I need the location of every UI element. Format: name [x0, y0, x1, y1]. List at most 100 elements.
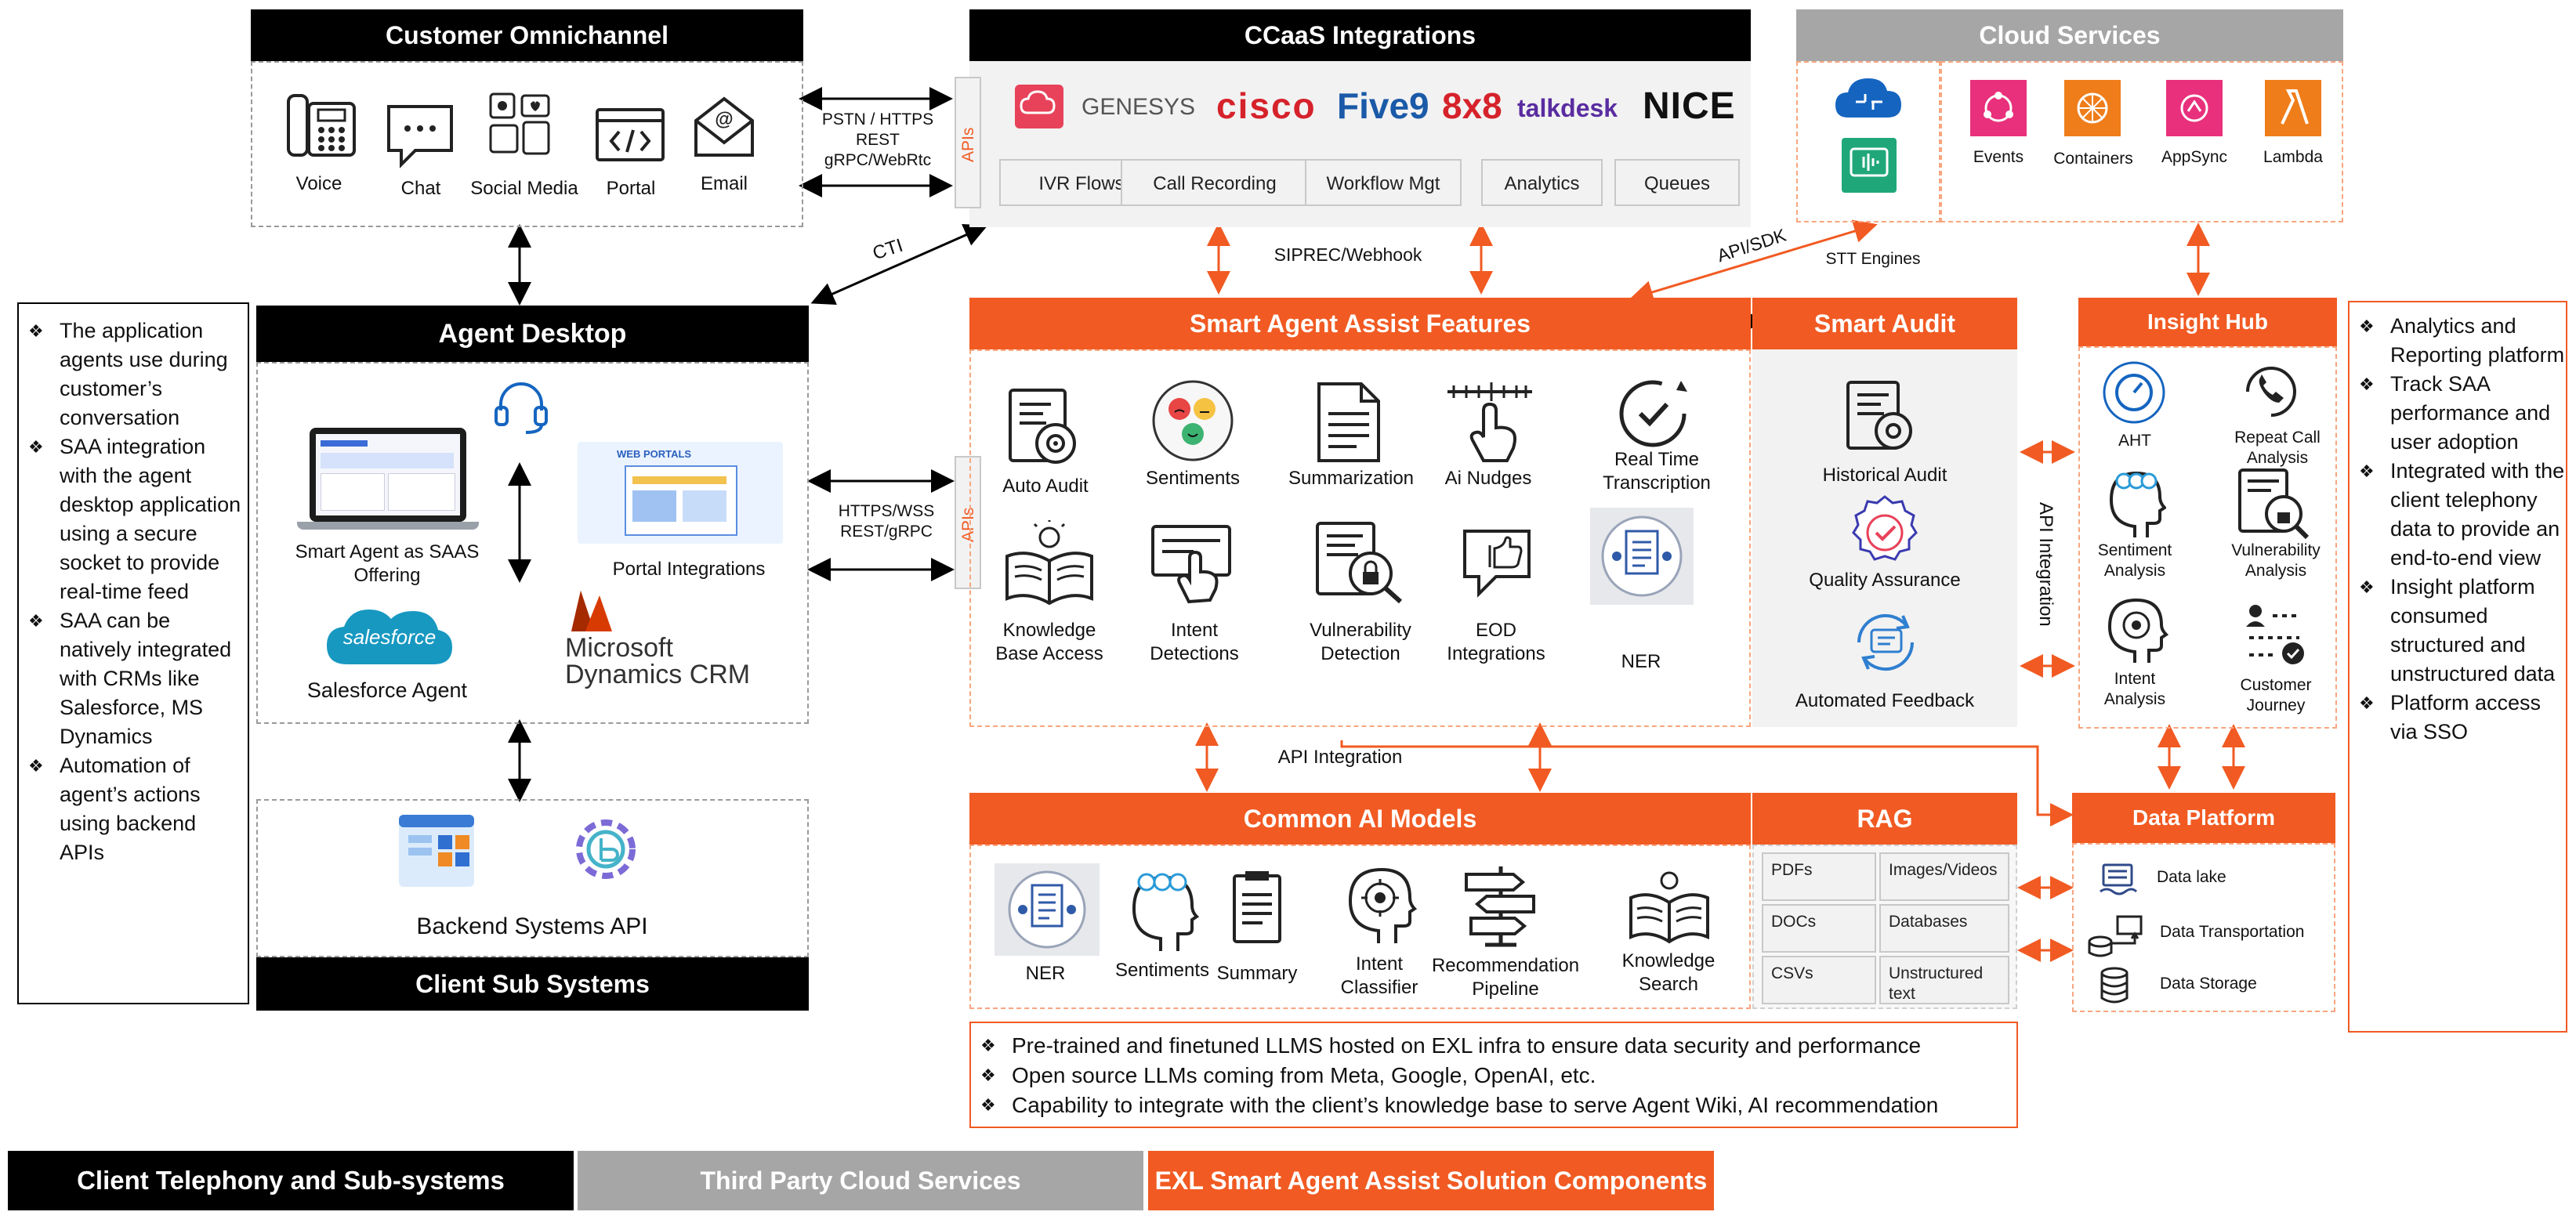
legend-exl-components: EXL Smart Agent Assist Solution Componen… — [1148, 1151, 1714, 1210]
service-lambda: Lambda — [2263, 148, 2323, 166]
historical-audit-icon — [1846, 381, 1912, 450]
vulnerability-analysis-icon — [2238, 468, 2310, 540]
model-ner-tile — [995, 863, 1100, 956]
chat-icon — [387, 105, 453, 168]
https-wss-line-2: REST/gRPC — [840, 523, 933, 541]
insight-vulnerability-analysis: Vulnerability Analysis — [2231, 541, 2321, 580]
data-platform-header: Data Platform — [2072, 793, 2335, 843]
model-sentiments: Sentiments — [1114, 960, 1210, 981]
repeat-call-icon — [2246, 367, 2296, 417]
ccaas-header: CCaaS Integrations — [969, 9, 1751, 61]
rag-cell-databases: Databases — [1879, 904, 2009, 953]
model-recommendation-pipeline: Recommendation Pipeline — [1431, 955, 1580, 1000]
logo-talkdesk: talkdesk — [1517, 94, 1618, 122]
customer-omnichannel-panel: Voice Chat Social Media Portal @ Email — [251, 61, 803, 227]
rag-cell-unstructured-text: Unstructured text — [1879, 956, 2009, 1004]
salesforce-logo-text: salesforce — [342, 625, 437, 649]
data-transportation-icon — [2088, 915, 2143, 957]
logo-genesys: GENESYS — [1081, 94, 1196, 120]
sentiments-icon — [1152, 380, 1234, 461]
model-intent-classifier: Intent Classifier — [1340, 953, 1418, 998]
gear-api-icon — [576, 819, 636, 879]
api-integration-label: API Integration — [1277, 747, 1403, 768]
client-sub-systems-panel: Backend Systems API — [256, 799, 809, 957]
feature-vulnerability-detection: Vulnerability Detection — [1310, 620, 1411, 664]
vendor-icon-red — [1015, 85, 1063, 128]
ccaas-apis-label: APIs — [959, 127, 977, 163]
stt-engines-label: STT Engines — [1825, 250, 1921, 268]
feature-sentiments: Sentiments — [1145, 468, 1241, 489]
llm-notes-box: Pre-trained and finetuned LLMS hosted on… — [969, 1022, 2018, 1128]
vulnerability-detection-icon — [1316, 522, 1403, 604]
smart-audit-panel: Historical Audit Quality Assurance Autom… — [1752, 349, 2017, 727]
knowledge-base-icon — [1005, 520, 1093, 605]
summary-model-icon — [1233, 871, 1281, 943]
logo-8x8: 8x8 — [1442, 85, 1502, 126]
ner-model-icon — [1008, 870, 1086, 949]
customer-journey-icon — [2246, 605, 2304, 664]
insight-intent-analysis: Intent Analysis — [2103, 670, 2166, 708]
api-integration-vertical: API Integration — [2034, 470, 2061, 658]
svg-text:@: @ — [715, 109, 733, 130]
right-note: Track SAA performance and user adoption — [2350, 370, 2566, 457]
auto-audit-icon — [1009, 389, 1076, 464]
client-sub-systems-header: Client Sub Systems — [256, 957, 809, 1011]
common-ai-panel: NER Sentiments Summary Intent Classifier… — [969, 845, 1751, 1009]
ms-dynamics-logo: Microsoft Dynamics CRM — [565, 635, 753, 688]
feature-real-time-transcription: Real Time Transcription — [1603, 449, 1711, 494]
events-tile — [1970, 80, 2027, 136]
portal-icon — [596, 108, 665, 161]
data-platform-data-transportation: Data Transportation — [2160, 923, 2305, 941]
sentiment-analysis-icon — [2109, 471, 2166, 537]
stt-engine-tile — [1842, 138, 1897, 193]
pstn-label: PSTN / HTTPS REST gRPC/WebRtc — [815, 110, 940, 171]
social-media-icon — [489, 92, 550, 155]
right-note: Insight platform consumed structured and… — [2350, 573, 2566, 689]
service-containers: Containers — [2053, 150, 2133, 168]
module-analytics: Analytics — [1481, 159, 1603, 206]
feature-summarization: Summarization — [1288, 468, 1415, 489]
customer-omnichannel-header: Customer Omnichannel — [251, 9, 803, 61]
headset-icon — [495, 382, 548, 434]
llm-note: Open source LLMs coming from Meta, Googl… — [971, 1061, 2016, 1091]
containers-tile — [2064, 80, 2121, 136]
summarization-icon — [1317, 382, 1380, 462]
llm-note: Capability to integrate with the client’… — [971, 1091, 2016, 1120]
ccaas-apis-tab: APIs — [955, 77, 981, 208]
https-wss-line-1: HTTPS/WSS — [838, 502, 935, 520]
right-note: Analytics and Reporting platform — [2350, 312, 2566, 370]
containers-icon — [2077, 92, 2108, 124]
cloud-brain-icon — [1835, 78, 1901, 118]
intent-analysis-icon — [2107, 598, 2169, 663]
salesforce-cloud-icon — [327, 610, 452, 664]
data-storage-icon — [2100, 967, 2129, 1004]
logo-five9: Five9 — [1337, 85, 1429, 126]
ner-tile — [1590, 508, 1694, 605]
feature-ner: NER — [1621, 651, 1661, 672]
logo-nice: NICE — [1643, 85, 1736, 127]
events-icon — [1984, 92, 2013, 122]
rag-cell-csvs: CSVs — [1762, 956, 1876, 1004]
right-note: Integrated with the client telephony dat… — [2350, 457, 2566, 573]
feature-intent-detections: Intent Detections — [1150, 620, 1239, 664]
audit-automated-feedback: Automated Feedback — [1795, 690, 1975, 711]
common-ai-header: Common AI Models — [969, 793, 1751, 845]
model-ner: NER — [1025, 963, 1066, 984]
salesforce-logo: salesforce — [324, 605, 455, 671]
smart-agent-assist-header: Smart Agent Assist Features — [969, 298, 1751, 349]
sentiments-model-icon — [1132, 873, 1200, 951]
left-note: The application agents use during custom… — [19, 317, 241, 432]
lambda-icon — [2281, 89, 2309, 125]
aht-icon — [2103, 361, 2165, 424]
feature-knowledge-base-access: Knowledge Base Access — [995, 620, 1103, 664]
insight-sentiment-analysis: Sentiment Analysis — [2097, 541, 2172, 580]
recommendation-pipeline-icon — [1465, 866, 1535, 947]
laptop-base — [297, 522, 479, 530]
data-platform-data-lake: Data lake — [2157, 868, 2226, 886]
intent-detections-icon — [1151, 525, 1231, 604]
module-queues: Queues — [1614, 159, 1740, 206]
cloud-services-header: Cloud Services — [1796, 9, 2343, 61]
eod-integrations-icon — [1463, 530, 1531, 598]
service-appsync: AppSync — [2161, 148, 2228, 166]
rag-cell-images-videos: Images/Videos — [1879, 852, 2009, 901]
